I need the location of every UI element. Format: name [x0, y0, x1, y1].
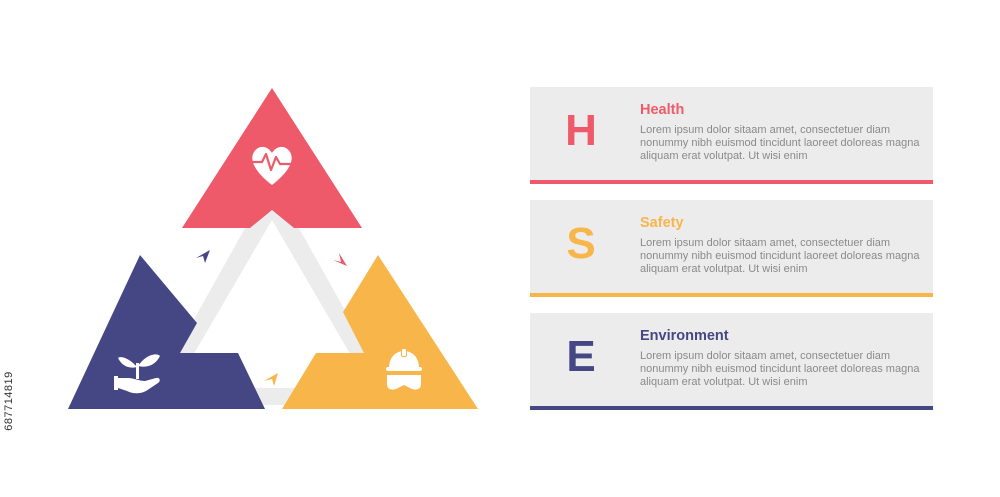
safety-underline — [530, 293, 933, 297]
arrow-left-icon — [196, 250, 210, 263]
environment-triangle — [68, 255, 265, 409]
environment-description: Lorem ipsum dolor sitaam amet, consectet… — [640, 350, 920, 388]
plant-hand-icon — [114, 354, 160, 394]
health-letter: H — [565, 106, 597, 155]
safety-title: Safety — [640, 215, 684, 231]
safety-description: Lorem ipsum dolor sitaam amet, consectet… — [640, 237, 920, 275]
environment-underline — [530, 406, 933, 410]
arrow-right-icon — [333, 253, 347, 266]
safety-card: S Safety Lorem ipsum dolor sitaam amet, … — [530, 200, 933, 297]
environment-letter: E — [566, 332, 596, 381]
arrow-bottom-icon — [264, 373, 278, 386]
health-underline — [530, 180, 933, 184]
health-description: Lorem ipsum dolor sitaam amet, consectet… — [640, 124, 920, 162]
stock-id-label: 687714819 — [3, 371, 15, 431]
health-title: Health — [640, 102, 685, 118]
safety-triangle — [282, 255, 478, 409]
safety-letter: S — [566, 219, 596, 268]
environment-card: E Environment Lorem ipsum dolor sitaam a… — [530, 313, 933, 410]
health-card: H Health Lorem ipsum dolor sitaam amet, … — [530, 87, 933, 184]
heartbeat-icon — [250, 146, 294, 185]
helmet-goggles-icon — [386, 349, 422, 390]
environment-title: Environment — [640, 328, 729, 344]
